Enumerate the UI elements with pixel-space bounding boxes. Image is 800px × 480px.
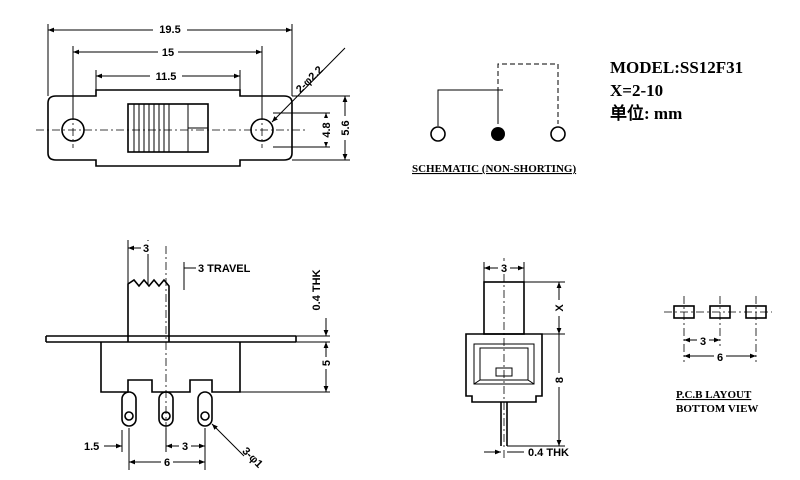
dim-actuator-width: 3 xyxy=(143,243,149,255)
schematic: SCHEMATIC (NON-SHORTING) xyxy=(412,63,576,175)
terminal-right xyxy=(550,126,566,142)
dim-hole-diameter: 2-φ2.2 xyxy=(294,64,326,96)
unit-separator: : xyxy=(644,104,654,123)
front-view: 3 3 TRAVEL 0.4 THK 5 1.5 3 6 3-φ1 xyxy=(45,240,333,471)
dim-travel: 3 TRAVEL xyxy=(198,263,251,275)
dim-inner-height: 4.8 xyxy=(321,122,333,137)
model-info: MODEL:SS12F31 X=2-10 单位: mm xyxy=(610,56,743,125)
terminal-left xyxy=(430,126,446,142)
side-view: 3 X 8 0.4 THK xyxy=(465,258,569,460)
dim-side-pin-thickness: 0.4 THK xyxy=(528,447,569,459)
dim-side-x: X xyxy=(554,304,566,312)
dim-pin-hole: 3-φ1 xyxy=(239,445,264,470)
dim-pin-pitch: 3 xyxy=(182,441,188,453)
dim-pcb-pitch: 3 xyxy=(700,336,706,348)
dim-side-actuator: 3 xyxy=(501,263,507,275)
dim-outer-height: 5.6 xyxy=(340,120,352,135)
pcb-layout: 3 6 P.C.B LAYOUT BOTTOM VIEW xyxy=(664,296,772,415)
dim-hole-spacing: 15 xyxy=(162,47,174,59)
dim-body-height: 5 xyxy=(321,360,333,366)
unit-row: 单位: mm xyxy=(610,102,743,125)
pcb-caption-line1: P.C.B LAYOUT xyxy=(676,389,752,401)
unit-label: 单位 xyxy=(610,104,644,123)
dim-body-length: 11.5 xyxy=(156,71,177,83)
model-label: MODEL:SS12F31 xyxy=(610,58,744,77)
pcb-caption-line2: BOTTOM VIEW xyxy=(676,403,758,415)
dim-pin-offset: 1.5 xyxy=(84,441,99,453)
schematic-caption: SCHEMATIC (NON-SHORTING) xyxy=(412,163,576,175)
dim-pin-span: 6 xyxy=(164,457,170,469)
x-range-label: X=2-10 xyxy=(610,81,664,100)
dim-side-total: 8 xyxy=(554,377,566,383)
dim-pcb-span: 6 xyxy=(717,352,723,364)
dim-plate-thickness: 0.4 THK xyxy=(311,269,323,310)
unit-value: mm xyxy=(653,104,683,123)
terminal-common xyxy=(491,127,505,141)
dim-overall-length: 19.5 xyxy=(159,24,180,36)
front-pins xyxy=(121,391,213,427)
top-view: 19.5 15 11.5 2-φ2.2 4.8 5.6 xyxy=(36,22,352,167)
